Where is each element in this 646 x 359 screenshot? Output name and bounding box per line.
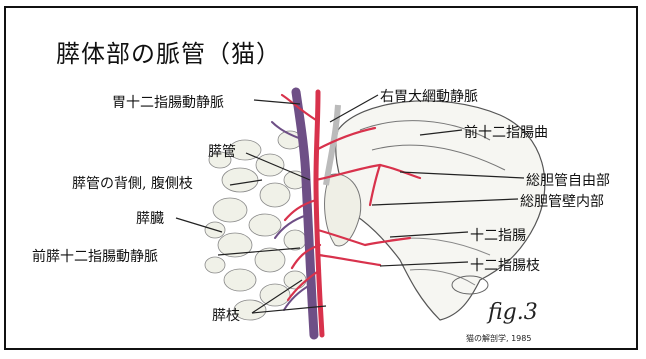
duodenum-outline [335,100,546,321]
label-ant-pancreaticoduodenal: 前膵十二指腸動静脈 [32,249,158,265]
artery-main [313,89,325,338]
label-pancreatic-duct: 膵管 [208,144,236,160]
vein-branches [271,121,311,311]
label-duodenal-branches: 十二指腸枝 [470,258,540,274]
duodenum-fold-4 [409,269,476,286]
label-dorsal-ventral-branches: 膵管の背側, 腹側枝 [72,176,193,192]
slide-frame [4,6,638,350]
source-citation: 猫の解剖学, 1985 [466,334,532,343]
duodenum-fold-1 [359,120,491,141]
label-bile-duct-intramural: 総胆管壁内部 [520,194,604,210]
leader-lines [175,94,525,314]
slide-title: 膵体部の脈管（猫） [56,40,281,68]
label-right-gastroepiploic: 右胃大網動静脈 [380,89,478,105]
pancreas-head [324,173,362,247]
label-bile-duct-free: 総胆管自由部 [526,173,610,189]
artery-branches [280,93,422,302]
label-pancreatic-branches: 膵枝 [212,308,240,324]
label-anterior-duodenal-curve: 前十二指腸曲 [464,125,548,141]
duodenum-lumen [451,275,489,295]
vein-main [291,87,319,340]
label-pancreas: 膵臓 [136,211,164,227]
label-gastroduodenal-vessels: 胃十二指腸動静脈 [112,95,224,111]
figure-mark: fig.3 [488,300,538,325]
duodenum-fold-2 [371,144,506,171]
label-duodenum: 十二指腸 [470,228,526,244]
